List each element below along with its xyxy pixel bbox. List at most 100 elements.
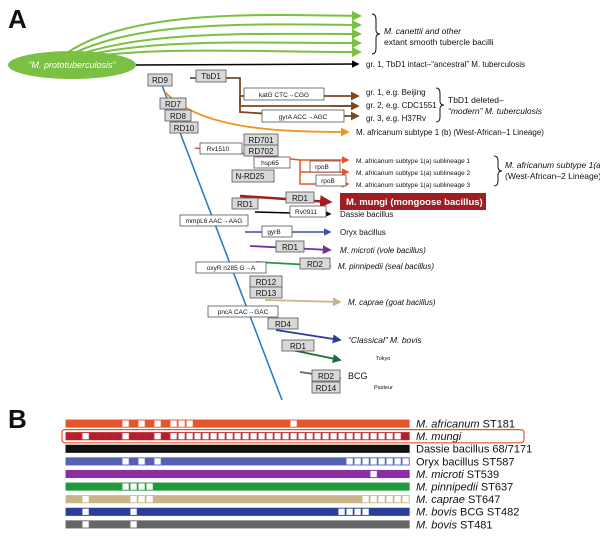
spoligo-cell xyxy=(385,495,394,504)
spoligo-cell xyxy=(145,419,154,428)
microti-label: M. microti (vole bacillus) xyxy=(340,246,426,255)
spoligo-cell xyxy=(353,520,362,529)
spoligo-cell xyxy=(129,432,138,441)
spoligo-cell xyxy=(377,495,386,504)
spoligo-cell xyxy=(105,469,114,479)
spoligo-cell xyxy=(313,457,322,466)
spoligo-cell xyxy=(329,432,338,441)
spoligo-cell xyxy=(97,495,106,504)
spoligo-cell xyxy=(385,419,394,428)
box-tbd1 xyxy=(195,69,227,83)
spoligo-cell xyxy=(81,507,90,516)
smooth-label-2: extant smooth tubercle bacilli xyxy=(384,37,494,47)
spoligo-cell xyxy=(273,520,282,529)
svg-text:RD13: RD13 xyxy=(256,289,277,298)
spoligo-cell xyxy=(289,457,298,466)
spoligo-cell xyxy=(225,457,234,466)
spoligo-row-label: M. pinnipedii ST637 xyxy=(416,482,513,494)
spoligo-cell xyxy=(81,432,90,441)
spoligo-cell xyxy=(225,432,234,441)
spoligo-cell xyxy=(401,469,410,479)
spoligo-cell xyxy=(361,482,370,491)
spoligo-cell xyxy=(217,520,226,529)
spoligo-cell xyxy=(97,419,106,428)
spoligo-cell xyxy=(265,432,274,441)
africanum-1a-note-2: (West-African–2 Lineage) xyxy=(505,171,600,181)
spoligo-cell xyxy=(401,457,410,466)
spoligo-cell xyxy=(369,432,378,441)
spoligo-cell xyxy=(145,432,154,441)
spoligo-cell xyxy=(273,457,282,466)
spoligo-cell xyxy=(353,469,362,479)
africanum-1b-label: M. africanum subtype 1 (b) (West-African… xyxy=(356,128,544,137)
spoligo-cell xyxy=(169,419,178,428)
spoligo-cell xyxy=(321,444,330,453)
spoligo-cell xyxy=(97,457,106,466)
spoligo-cell xyxy=(225,507,234,516)
spoligo-cell xyxy=(105,457,114,466)
spoligo-cell xyxy=(217,419,226,428)
spoligo-cell xyxy=(313,482,322,491)
spoligo-cell xyxy=(273,482,282,491)
spoligo-row-label: M. microti ST539 xyxy=(416,469,499,481)
spoligo-cell xyxy=(281,457,290,466)
spoligo-cell xyxy=(233,469,242,479)
spoligo-cell xyxy=(369,469,378,479)
spoligo-cell xyxy=(105,507,114,516)
spoligo-cell xyxy=(129,469,138,479)
spoligo-cell xyxy=(161,507,170,516)
spoligo-cell xyxy=(81,419,90,428)
box-rd10 xyxy=(169,121,199,134)
spoligo-cell xyxy=(193,469,202,479)
spoligo-cell xyxy=(345,520,354,529)
spoligo-cell xyxy=(305,444,314,453)
spoligo-cell xyxy=(233,482,242,491)
spoligo-cell xyxy=(257,444,266,453)
spoligo-cell xyxy=(297,444,306,453)
spoligo-cell xyxy=(401,520,410,529)
spoligo-cell xyxy=(369,444,378,453)
spoligo-cell xyxy=(377,444,386,453)
spoligo-cell xyxy=(185,419,194,428)
svg-text:RD12: RD12 xyxy=(256,278,277,287)
spoligo-cell xyxy=(257,419,266,428)
spoligo-cell xyxy=(401,482,410,491)
spoligo-cell xyxy=(73,507,82,516)
svg-text:RD1: RD1 xyxy=(282,243,299,252)
spoligo-cell xyxy=(225,482,234,491)
spoligo-cell xyxy=(145,469,154,479)
spoligo-cell xyxy=(329,520,338,529)
svg-text:RD701: RD701 xyxy=(249,136,274,145)
spoligo-cell xyxy=(89,469,98,479)
spoligo-cell xyxy=(161,520,170,529)
svg-text:RD7: RD7 xyxy=(165,100,182,109)
spoligo-cell xyxy=(113,457,122,466)
spoligo-cell xyxy=(129,495,138,504)
spoligo-cell xyxy=(153,507,162,516)
spoligo-cell xyxy=(257,469,266,479)
panel-b-label: B xyxy=(8,404,27,434)
spoligo-cell xyxy=(281,444,290,453)
spoligo-cell xyxy=(121,495,130,504)
spoligo-cell xyxy=(281,482,290,491)
spoligo-cell xyxy=(233,495,242,504)
spoligo-cell xyxy=(281,432,290,441)
spoligo-row: M. bovis ST481 xyxy=(65,519,492,531)
spoligo-cell xyxy=(169,495,178,504)
spoligo-cell xyxy=(217,495,226,504)
spoligo-cell xyxy=(393,495,402,504)
pinnipedii-label: M. pinnipedii (seal bacillus) xyxy=(338,262,434,271)
spoligo-cell xyxy=(209,520,218,529)
spoligo-cell xyxy=(225,469,234,479)
tbd1-note-2: “modern” M. tuberculosis xyxy=(448,106,543,116)
spoligo-cell xyxy=(65,432,74,441)
spoligo-cell xyxy=(177,432,186,441)
svg-text:Rv1510: Rv1510 xyxy=(207,146,230,153)
spoligo-cell xyxy=(305,457,314,466)
spoligo-cell xyxy=(337,457,346,466)
spoligo-cell xyxy=(233,419,242,428)
spoligo-cell xyxy=(105,432,114,441)
spoligo-cell xyxy=(305,469,314,479)
spoligo-cell xyxy=(361,419,370,428)
